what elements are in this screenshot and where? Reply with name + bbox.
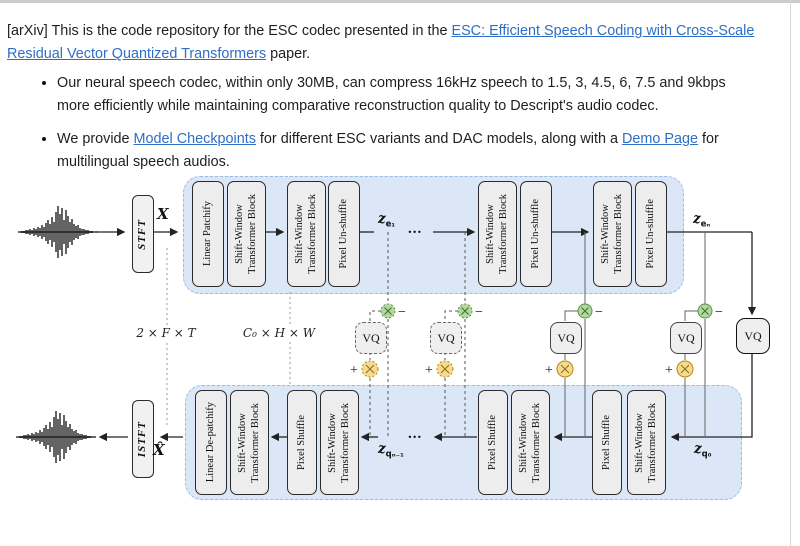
- vq-box-final: VQ: [736, 318, 770, 354]
- vq-box-2: VQ: [430, 322, 462, 354]
- vq-box-1: VQ: [355, 322, 387, 354]
- encoder-block-swt-3: Shift-Window Transformer Block: [478, 181, 517, 287]
- intro-paragraph: [arXiv] This is the code repository for …: [7, 20, 787, 66]
- minus-sign: −: [715, 305, 723, 320]
- subtract-node-icon: [577, 303, 593, 319]
- decoder-block-swt-4: Shift-Window Transformer Block: [627, 390, 666, 495]
- subtract-nodes: − − − −: [380, 303, 723, 320]
- encoder-ellipsis: ...: [408, 221, 423, 237]
- add-node-icon: [436, 360, 454, 378]
- paper-link[interactable]: ESC: Efficient Speech Coding with Cross-…: [7, 23, 755, 63]
- vq-unit4-lines: [684, 232, 706, 436]
- decoder-flow-arrows: [98, 352, 753, 442]
- minus-sign: −: [475, 305, 483, 320]
- bullet-checkpoints-text1: We provide: [57, 131, 134, 147]
- latent-label-zen: zeₙ: [693, 211, 711, 230]
- bullet-checkpoints: We provide Model Checkpoints for differe…: [57, 128, 780, 174]
- vq-box-4: VQ: [670, 322, 702, 354]
- dimension-label-spectrogram: 2 × F × T: [130, 326, 202, 340]
- stft-box: STFT: [132, 195, 154, 273]
- decoder-block-pixel-shuffle-2: Pixel Shuffle: [478, 390, 508, 495]
- latent-label-zq0: zq₀: [694, 441, 712, 460]
- plus-sign: +: [350, 363, 358, 378]
- encoder-block-pixel-unshuffle-1: Pixel Un-shuffle: [328, 181, 360, 287]
- intro-text-prefix: [arXiv] This is the code repository for …: [7, 23, 452, 40]
- waveform-output-icon: [16, 411, 96, 463]
- istft-box: ISTFT: [132, 400, 154, 478]
- decoder-ellipsis: ...: [408, 426, 423, 442]
- encoder-block-swt-1: Shift-Window Transformer Block: [227, 181, 266, 287]
- subtract-node-icon: [380, 303, 396, 319]
- add-node-icon: [676, 360, 694, 378]
- vq-box-3: VQ: [550, 322, 582, 354]
- encoder-block-swt-4: Shift-Window Transformer Block: [593, 181, 632, 287]
- decoder-block-swt-3: Shift-Window Transformer Block: [511, 390, 550, 495]
- bullet-codec-performance-text: Our neural speech codec, within only 30M…: [57, 75, 726, 114]
- encoder-block-linear-patchify: Linear Patchify: [192, 181, 224, 287]
- model-checkpoints-link[interactable]: Model Checkpoints: [133, 131, 256, 147]
- waveform-input-icon: [18, 206, 98, 258]
- bullet-checkpoints-text2: for different ESC variants and DAC model…: [255, 131, 622, 147]
- latent-label-ze1: ze₁: [378, 211, 396, 230]
- encoder-flow-arrows: [96, 227, 757, 316]
- decoder-block-pixel-shuffle-3: Pixel Shuffle: [592, 390, 622, 495]
- window-top-edge: [0, 0, 800, 3]
- intro-text-suffix: paper.: [266, 46, 311, 63]
- latent-label-zqn1: zqₙ₋₁: [378, 441, 404, 460]
- subtract-node-icon: [457, 303, 473, 319]
- add-node-icon: [361, 360, 379, 378]
- scrollbar-edge[interactable]: [790, 0, 791, 546]
- plus-sign: +: [665, 363, 673, 378]
- decoder-block-pixel-shuffle-1: Pixel Shuffle: [287, 390, 317, 495]
- spectrogram-input-label: X: [157, 205, 169, 223]
- encoder-block-pixel-unshuffle-3: Pixel Un-shuffle: [635, 181, 667, 287]
- stft-label: STFT: [136, 218, 149, 250]
- plus-sign: +: [425, 363, 433, 378]
- minus-sign: −: [595, 305, 603, 320]
- dimension-label-latent: C₀ × H × W: [238, 326, 320, 340]
- spectrogram-output-label: X̂: [153, 441, 165, 459]
- encoder-block-swt-2: Shift-Window Transformer Block: [287, 181, 326, 287]
- add-nodes: + + + +: [350, 360, 694, 378]
- subtract-node-icon: [697, 303, 713, 319]
- encoder-block-pixel-unshuffle-2: Pixel Un-shuffle: [520, 181, 552, 287]
- bullet-checkpoints-text3: for multilingual speech audios.: [57, 131, 719, 170]
- plus-sign: +: [545, 363, 553, 378]
- decoder-block-linear-depatchify: Linear De-patchify: [195, 390, 227, 495]
- feature-list: Our neural speech codec, within only 30M…: [0, 66, 780, 184]
- demo-page-link[interactable]: Demo Page: [622, 131, 698, 147]
- decoder-block-swt-1: Shift-Window Transformer Block: [230, 390, 269, 495]
- istft-label: ISTFT: [136, 420, 149, 458]
- add-node-icon: [556, 360, 574, 378]
- bullet-codec-performance: Our neural speech codec, within only 30M…: [57, 72, 780, 118]
- minus-sign: −: [398, 305, 406, 320]
- decoder-block-swt-2: Shift-Window Transformer Block: [320, 390, 359, 495]
